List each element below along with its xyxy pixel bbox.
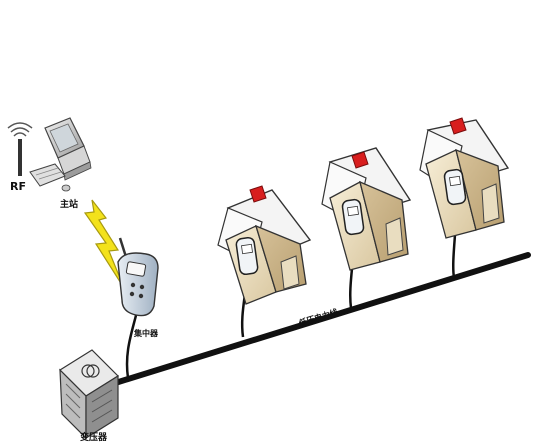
meter-icon	[341, 198, 365, 236]
computer-icon	[29, 117, 92, 192]
meter-icon	[235, 236, 259, 276]
transformer-label: 变压器	[80, 431, 108, 443]
meter-icon	[443, 168, 467, 206]
transformer-icon	[59, 349, 119, 440]
antenna-icon	[7, 122, 33, 176]
host-label: 主站	[60, 198, 78, 210]
power-line	[109, 252, 531, 387]
concentrator-label: 集中器	[133, 328, 159, 338]
concentrator-device-icon	[117, 237, 159, 317]
concentrator-wire	[125, 306, 140, 379]
house-icon	[419, 117, 510, 239]
house-icon	[217, 185, 312, 305]
house-icon	[321, 147, 412, 271]
power-line-label: 低压电力线	[297, 307, 339, 329]
rf-label: RF	[10, 180, 26, 193]
lightning-icon	[83, 199, 125, 289]
